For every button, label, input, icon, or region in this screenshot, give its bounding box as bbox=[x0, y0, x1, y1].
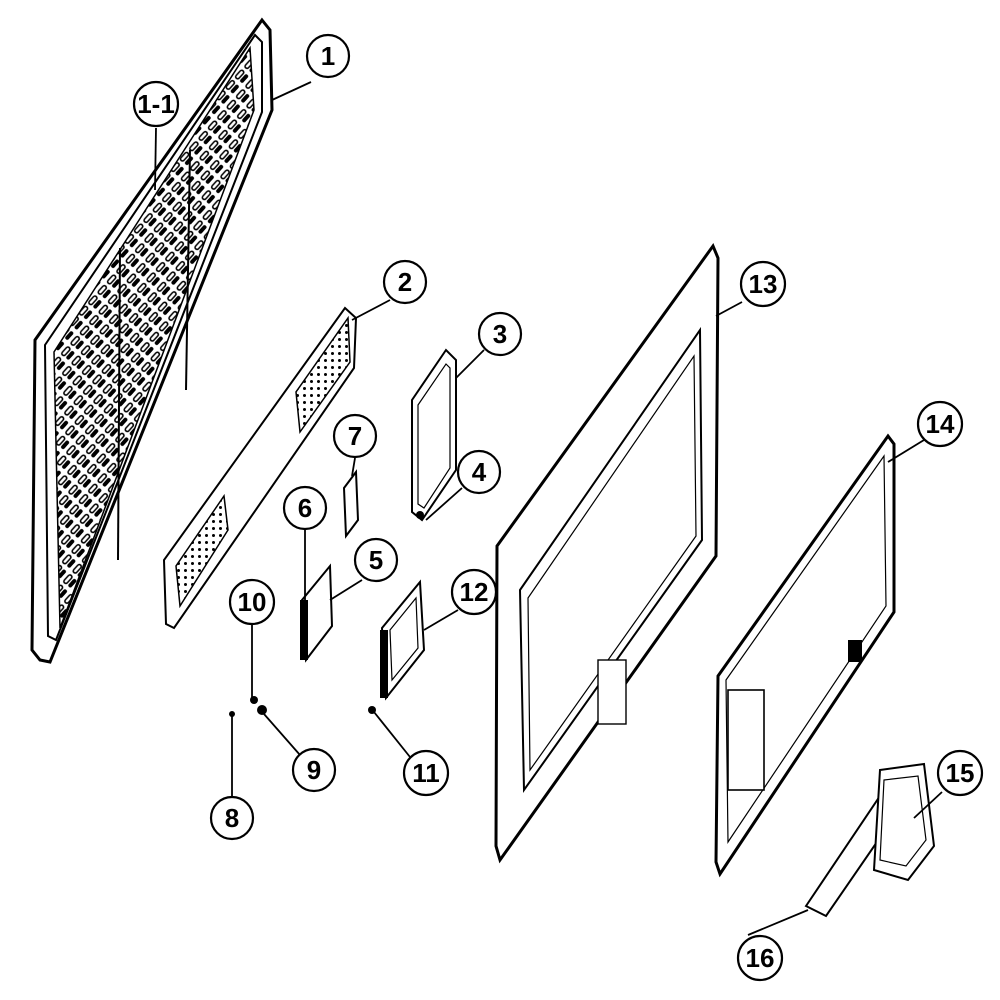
callout-5-label: 5 bbox=[369, 545, 383, 575]
callout-11: 11 bbox=[402, 749, 450, 797]
callout-6-label: 6 bbox=[298, 493, 312, 523]
callout-1-1: 1-1 bbox=[132, 80, 180, 128]
callout-1-label: 1 bbox=[321, 41, 335, 71]
part-2-bracket-assembly bbox=[162, 306, 358, 630]
part-15-16-stand bbox=[804, 762, 936, 918]
callout-7-label: 7 bbox=[348, 421, 362, 451]
callout-3: 3 bbox=[477, 311, 523, 357]
callout-10: 10 bbox=[228, 578, 276, 626]
callout-1-1-label: 1-1 bbox=[137, 89, 175, 119]
callout-10-label: 10 bbox=[238, 587, 267, 617]
callout-3-label: 3 bbox=[493, 319, 507, 349]
callout-16: 16 bbox=[736, 934, 784, 982]
part-3-board bbox=[411, 348, 457, 522]
callout-16-label: 16 bbox=[746, 943, 775, 973]
part-14-rear-panel bbox=[714, 433, 896, 878]
callout-12-label: 12 bbox=[460, 577, 489, 607]
part-6-5-board bbox=[300, 563, 334, 663]
leader-lines bbox=[154, 81, 943, 936]
callout-14: 14 bbox=[916, 400, 964, 448]
callout-4-label: 4 bbox=[472, 457, 487, 487]
small-screws bbox=[229, 696, 376, 717]
callout-11-label: 11 bbox=[412, 758, 440, 788]
callout-1: 1 bbox=[305, 33, 351, 79]
callout-5: 5 bbox=[353, 537, 399, 583]
callout-12: 12 bbox=[450, 568, 498, 616]
part-back-cover bbox=[30, 17, 274, 664]
callout-2-label: 2 bbox=[398, 267, 412, 297]
callout-8-label: 8 bbox=[225, 803, 239, 833]
callout-9: 9 bbox=[291, 747, 337, 793]
callout-2: 2 bbox=[382, 259, 428, 305]
part-7-module bbox=[342, 469, 360, 539]
callout-6: 6 bbox=[282, 485, 328, 531]
callout-13-label: 13 bbox=[749, 269, 778, 299]
callout-15-label: 15 bbox=[946, 758, 975, 788]
callout-13: 13 bbox=[739, 260, 787, 308]
callout-7: 7 bbox=[332, 413, 378, 459]
callout-15: 15 bbox=[936, 749, 984, 797]
part-13-front-frame bbox=[494, 242, 720, 864]
callout-8: 8 bbox=[209, 795, 255, 841]
callout-4: 4 bbox=[456, 449, 502, 495]
callout-9-label: 9 bbox=[307, 755, 321, 785]
callout-14-label: 14 bbox=[926, 409, 955, 439]
part-12-bracket bbox=[380, 579, 426, 701]
